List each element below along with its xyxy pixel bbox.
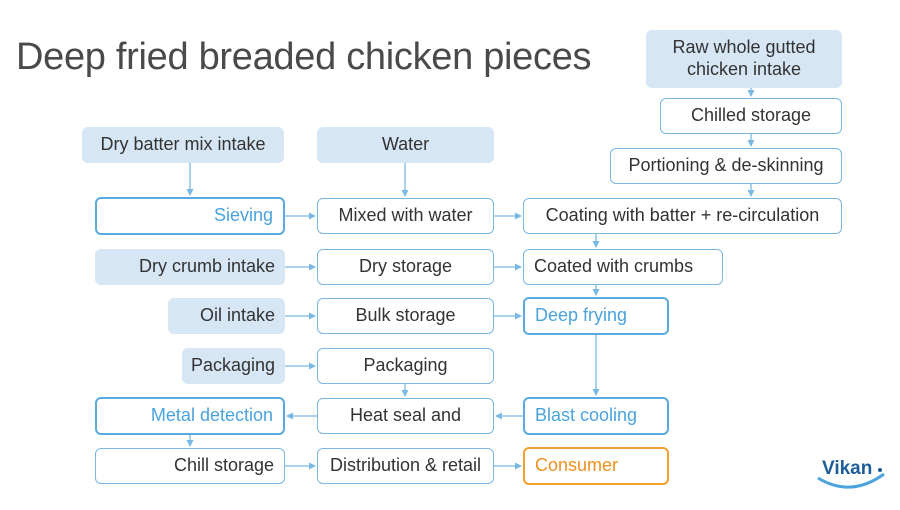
dry-batter-intake-box: Dry batter mix intake — [82, 127, 284, 163]
vikan-logo: Vikan — [814, 448, 888, 494]
distribution-box: Distribution & retail — [317, 448, 494, 484]
coated-crumbs-box: Coated with crumbs — [523, 249, 723, 285]
bulk-storage-label: Bulk storage — [355, 305, 456, 326]
dry-storage-box: Dry storage — [317, 249, 494, 285]
sieving-box: Sieving — [95, 197, 285, 235]
blast-cooling-box: Blast cooling — [523, 397, 669, 435]
heat-seal-box: Heat seal and — [317, 398, 494, 434]
oil-intake-label: Oil intake — [199, 305, 275, 326]
page-title: Deep fried breaded chicken pieces — [16, 36, 592, 78]
chilled-storage-box: Chilled storage — [660, 98, 842, 134]
metal-detection-box: Metal detection — [95, 397, 285, 435]
consumer-box: Consumer — [523, 447, 669, 485]
water-label: Water — [381, 134, 430, 155]
blast-cooling-label: Blast cooling — [535, 405, 638, 426]
packaging-intake-label: Packaging — [190, 355, 275, 376]
packaging-intake-box: Packaging — [182, 348, 285, 384]
coating-batter-label: Coating with batter + re-circulation — [545, 205, 820, 226]
water-box: Water — [317, 127, 494, 163]
coated-crumbs-label: Coated with crumbs — [534, 256, 694, 277]
portioning-label: Portioning & de-skinning — [628, 155, 824, 176]
portioning-box: Portioning & de-skinning — [610, 148, 842, 184]
distribution-label: Distribution & retail — [329, 455, 482, 476]
dry-crumb-intake-label: Dry crumb intake — [138, 256, 275, 277]
mixed-with-water-label: Mixed with water — [338, 205, 473, 226]
heat-seal-label: Heat seal and — [349, 405, 462, 426]
metal-detection-label: Metal detection — [150, 405, 273, 426]
chilled-storage-label: Chilled storage — [690, 105, 812, 126]
mixed-with-water-box: Mixed with water — [317, 198, 494, 234]
sieving-label: Sieving — [213, 205, 273, 226]
packaging-box: Packaging — [317, 348, 494, 384]
deep-frying-box: Deep frying — [523, 297, 669, 335]
bulk-storage-box: Bulk storage — [317, 298, 494, 334]
dry-batter-intake-label: Dry batter mix intake — [100, 134, 266, 155]
consumer-label: Consumer — [535, 455, 619, 476]
svg-text:Vikan: Vikan — [822, 458, 872, 479]
coating-batter-box: Coating with batter + re-circulation — [523, 198, 842, 234]
raw-chicken-intake-label: Raw whole gutted chicken intake — [672, 37, 816, 79]
chill-storage-label: Chill storage — [173, 455, 274, 476]
dry-crumb-intake-box: Dry crumb intake — [95, 249, 285, 285]
dry-storage-label: Dry storage — [358, 256, 453, 277]
chill-storage-box: Chill storage — [95, 448, 285, 484]
packaging-label: Packaging — [363, 355, 448, 376]
oil-intake-box: Oil intake — [168, 298, 285, 334]
deep-frying-label: Deep frying — [535, 305, 628, 326]
raw-chicken-intake-box: Raw whole gutted chicken intake — [646, 30, 842, 88]
